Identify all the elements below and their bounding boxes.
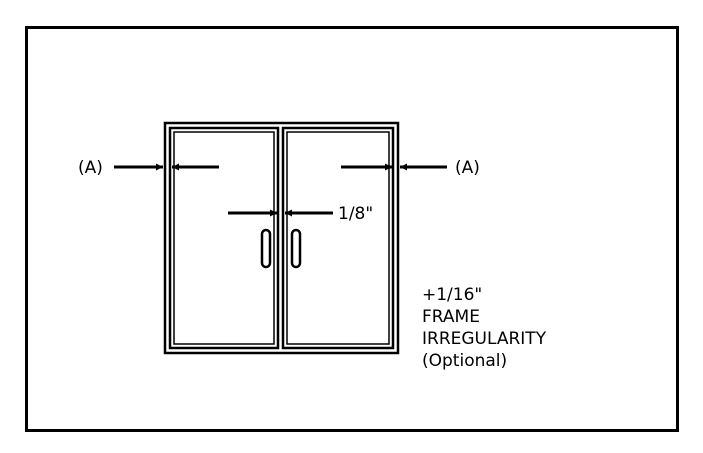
note-line-4: (Optional) — [422, 351, 507, 371]
left-door-handle — [260, 228, 272, 269]
right-gap-label: (A) — [455, 158, 480, 178]
frame-irregularity-note: +1/16" FRAME IRREGULARITY (Optional) — [422, 285, 547, 371]
note-line-1: +1/16" — [422, 285, 482, 305]
note-line-2: FRAME — [422, 307, 480, 327]
cabinet-frame — [163, 121, 400, 355]
diagram-border — [25, 26, 679, 432]
right-door-handle — [290, 228, 302, 269]
note-line-3: IRREGULARITY — [422, 329, 547, 349]
left-door — [168, 126, 280, 350]
center-gap-label: 1/8" — [338, 204, 373, 224]
left-gap-label: (A) — [78, 158, 103, 178]
right-door — [281, 126, 395, 350]
